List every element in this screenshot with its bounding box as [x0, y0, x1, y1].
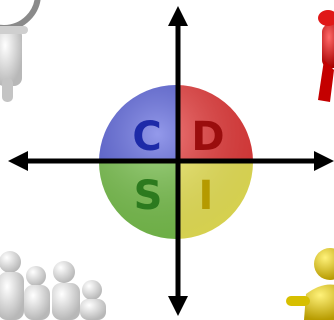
- axes: [21, 19, 323, 305]
- right-arrow-icon: [314, 151, 334, 171]
- quadrant-i-letter: I: [199, 173, 214, 219]
- left-arrow-icon: [8, 151, 28, 171]
- yellow-figure-icon: [286, 248, 334, 320]
- quadrant-s-letter: S: [134, 173, 163, 219]
- group-figures-icon: [0, 251, 106, 320]
- disc-circle: [99, 85, 253, 239]
- quadrant-c-letter: C: [132, 114, 161, 160]
- magnifier-figure-icon: [0, 0, 41, 102]
- arrowheads: [8, 6, 334, 316]
- red-figure-icon: [318, 10, 334, 102]
- down-arrow-icon: [168, 296, 188, 316]
- up-arrow-icon: [168, 6, 188, 26]
- quadrant-d-letter: D: [191, 114, 224, 160]
